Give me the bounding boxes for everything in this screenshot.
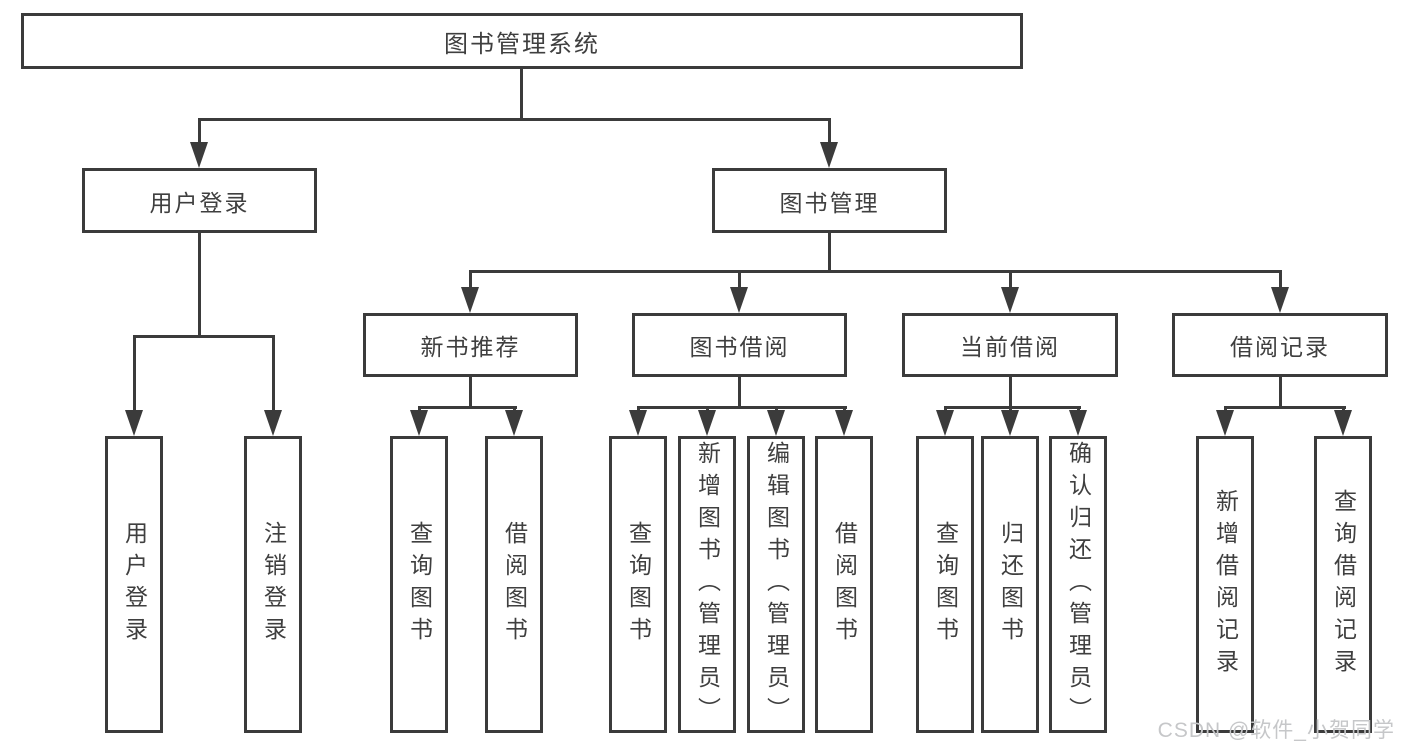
node-new-book-recommendation-label: 新书推荐 xyxy=(420,334,521,360)
connector-borrow-records-stem xyxy=(1279,377,1282,409)
connector-current-borrow-stem xyxy=(1009,377,1012,409)
leaf-borrow-books-recommend-label: 借阅图书 xyxy=(501,520,528,649)
connector-user-login-drop-1 xyxy=(133,335,136,413)
connector-book-mgmt-drop-2 xyxy=(738,270,741,290)
leaf-query-books-recommend-label: 查询图书 xyxy=(406,520,433,649)
connector-book-mgmt-drop-3 xyxy=(1009,270,1012,290)
leaf-add-borrow-record: 新增借阅记录 xyxy=(1196,436,1254,733)
node-current-borrowing: 当前借阅 xyxy=(902,313,1118,377)
connector-root-drop-right xyxy=(828,118,831,144)
arrowhead-down xyxy=(1334,410,1352,436)
leaf-add-books-admin-label: 新增图书（管理员） xyxy=(694,440,721,729)
arrowhead-down xyxy=(505,410,523,436)
connector-book-mgmt-stem xyxy=(828,233,831,273)
connector-book-borrow-bar xyxy=(637,406,847,409)
node-book-management-label: 图书管理 xyxy=(779,189,880,216)
connector-user-login-stem xyxy=(198,233,201,338)
arrowhead-down xyxy=(1069,410,1087,436)
connector-user-login-bar xyxy=(133,335,275,338)
arrowhead-down xyxy=(410,410,428,436)
arrowhead-down xyxy=(264,410,282,436)
leaf-query-books-borrowing-label: 查询图书 xyxy=(625,520,652,649)
leaf-query-books-current: 查询图书 xyxy=(916,436,974,733)
node-user-login: 用户登录 xyxy=(82,168,317,233)
leaf-query-borrow-record: 查询借阅记录 xyxy=(1314,436,1372,733)
leaf-borrow-books-recommend: 借阅图书 xyxy=(485,436,543,733)
leaf-query-borrow-record-label: 查询借阅记录 xyxy=(1330,488,1357,681)
leaf-return-books-label: 归还图书 xyxy=(997,520,1024,649)
arrowhead-down xyxy=(767,410,785,436)
connector-user-login-drop-2 xyxy=(272,335,275,413)
connector-borrow-records-bar xyxy=(1224,406,1346,409)
leaf-borrow-books-borrowing-label: 借阅图书 xyxy=(831,520,858,649)
arrowhead-down xyxy=(835,410,853,436)
arrowhead-down xyxy=(461,287,479,313)
connector-new-book-bar xyxy=(418,406,517,409)
leaf-return-books: 归还图书 xyxy=(981,436,1039,733)
connector-root-stem xyxy=(520,69,523,121)
leaf-user-login-label: 用户登录 xyxy=(121,520,148,649)
node-book-management: 图书管理 xyxy=(712,168,947,233)
leaf-add-borrow-record-label: 新增借阅记录 xyxy=(1212,488,1239,681)
node-borrowing-records-label: 借阅记录 xyxy=(1230,334,1330,360)
arrowhead-down xyxy=(730,287,748,313)
connector-book-borrow-stem xyxy=(738,377,741,409)
leaf-edit-books-admin: 编辑图书（管理员） xyxy=(747,436,805,733)
leaf-logout-login-label: 注销登录 xyxy=(260,520,287,649)
leaf-add-books-admin: 新增图书（管理员） xyxy=(678,436,736,733)
leaf-edit-books-admin-label: 编辑图书（管理员） xyxy=(763,440,790,729)
watermark: CSDN @软件_小贺同学 xyxy=(1157,719,1395,742)
arrowhead-down xyxy=(698,410,716,436)
leaf-user-login: 用户登录 xyxy=(105,436,163,733)
node-user-login-label: 用户登录 xyxy=(149,189,250,216)
leaf-logout-login: 注销登录 xyxy=(244,436,302,733)
arrowhead-down xyxy=(936,410,954,436)
node-new-book-recommendation: 新书推荐 xyxy=(363,313,578,377)
leaf-confirm-return-admin-label: 确认归还（管理员） xyxy=(1065,440,1092,729)
connector-book-mgmt-bar xyxy=(469,270,1282,273)
connector-new-book-stem xyxy=(469,377,472,409)
arrowhead-down xyxy=(1001,410,1019,436)
arrowhead-down xyxy=(629,410,647,436)
arrowhead-down xyxy=(1001,287,1019,313)
node-library-system-label: 图书管理系统 xyxy=(444,30,600,58)
node-borrowing-records: 借阅记录 xyxy=(1172,313,1388,377)
connector-root-bar xyxy=(198,118,831,121)
leaf-query-books-borrowing: 查询图书 xyxy=(609,436,667,733)
connector-book-mgmt-drop-1 xyxy=(469,270,472,290)
arrowhead-down xyxy=(190,142,208,168)
leaf-confirm-return-admin: 确认归还（管理员） xyxy=(1049,436,1107,733)
node-book-borrowing-label: 图书借阅 xyxy=(689,334,790,360)
arrowhead-down xyxy=(125,410,143,436)
connector-current-borrow-bar xyxy=(944,406,1081,409)
connector-root-drop-left xyxy=(198,118,201,144)
leaf-borrow-books-borrowing: 借阅图书 xyxy=(815,436,873,733)
node-current-borrowing-label: 当前借阅 xyxy=(960,334,1060,360)
node-book-borrowing: 图书借阅 xyxy=(632,313,847,377)
arrowhead-down xyxy=(820,142,838,168)
leaf-query-books-recommend: 查询图书 xyxy=(390,436,448,733)
connector-book-mgmt-drop-4 xyxy=(1279,270,1282,290)
arrowhead-down xyxy=(1271,287,1289,313)
node-library-system: 图书管理系统 xyxy=(21,13,1023,69)
leaf-query-books-current-label: 查询图书 xyxy=(932,520,959,649)
arrowhead-down xyxy=(1216,410,1234,436)
